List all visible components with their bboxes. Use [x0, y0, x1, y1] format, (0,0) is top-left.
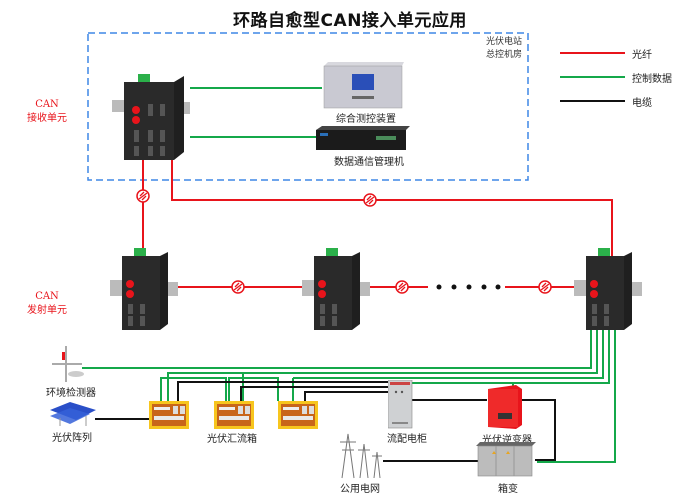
can-transmitter-device-icon	[302, 248, 370, 330]
combiner-box-icon	[149, 401, 189, 429]
combiner-box-label: 光伏汇流箱	[207, 434, 257, 445]
cable-lines	[95, 381, 556, 462]
environment-monitor-label: 环境检测器	[46, 388, 96, 399]
combiner-box-icon	[214, 401, 254, 429]
control-lines-room	[190, 87, 322, 138]
legend-label-fiber: 光纤	[632, 50, 652, 61]
fiber-link-icon	[136, 189, 150, 203]
fiber-link-icon	[363, 193, 377, 207]
control-room-label-line1: 光伏电站	[485, 37, 522, 47]
control-lines-field	[82, 330, 616, 463]
control-room-border	[87, 32, 529, 181]
can-transmit-unit-line2: 发射单元	[27, 305, 67, 316]
inverter-icon	[488, 385, 522, 429]
comm-manager-label: 数据通信管理机	[334, 157, 404, 168]
can-transmit-unit-label: CAN 发射单元	[17, 290, 77, 318]
comm-manager-device-icon	[316, 126, 410, 150]
fiber-link-icon	[395, 280, 409, 294]
can-receive-unit-label: CAN 接收单元	[17, 98, 77, 126]
legend-label-control: 控制数据	[632, 74, 672, 85]
fiber-lines	[142, 160, 613, 288]
distribution-cabinet-icon	[388, 380, 413, 429]
integrated-monitor-label: 综合测控装置	[336, 114, 396, 125]
integrated-monitor-device-icon	[323, 62, 404, 109]
distribution-cabinet-label: 流配电柜	[387, 434, 427, 445]
can-transmit-unit-line1: CAN	[35, 291, 59, 302]
ellipsis-dots	[436, 284, 501, 290]
box-transformer-label: 箱变	[498, 484, 518, 495]
fiber-link-icon	[231, 280, 245, 294]
fiber-link-icon	[538, 280, 552, 294]
can-receive-unit-line2: 接收单元	[27, 113, 67, 124]
control-room-label-line2: 总控机房	[485, 50, 522, 60]
power-grid-tower-icon	[340, 433, 382, 479]
can-transmitter-device-icon	[574, 248, 642, 330]
can-receive-unit-line1: CAN	[35, 99, 59, 110]
pv-array-label: 光伏阵列	[52, 433, 92, 444]
diagram-title: 环路自愈型CAN接入单元应用	[233, 11, 467, 31]
can-receiver-device-icon	[112, 74, 190, 160]
power-grid-label: 公用电网	[340, 484, 380, 495]
can-transmitter-device-icon	[110, 248, 178, 330]
pv-array-icon	[50, 402, 96, 426]
box-transformer-icon	[476, 442, 536, 477]
environment-monitor-icon	[52, 346, 84, 382]
combiner-box-icon	[278, 401, 318, 429]
legend-label-cable: 电缆	[632, 98, 652, 109]
inverter-label: 光伏逆变器	[482, 435, 532, 446]
control-room-label: 光伏电站 总控机房	[470, 36, 522, 62]
